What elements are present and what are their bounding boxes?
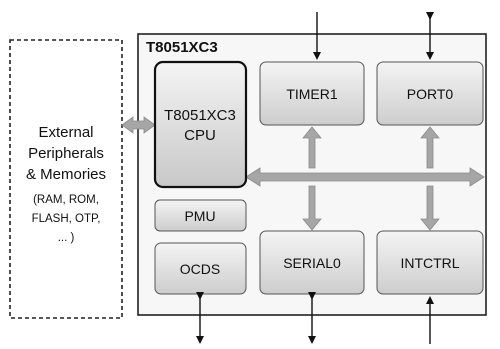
port0-block: PORT0 [376, 61, 484, 126]
external-line-2: Peripherals [28, 145, 104, 162]
cpu-label-1: T8051XC3 [164, 107, 236, 124]
cpu-label-2: CPU [184, 127, 216, 144]
signal-lines [196, 12, 434, 344]
serial0-block: SERIAL0 [259, 230, 365, 295]
intctrl-label: INTCTRL [400, 255, 459, 271]
pmu-block: PMU [154, 199, 247, 232]
port0-label: PORT0 [407, 86, 454, 102]
timer1-label: TIMER1 [286, 86, 338, 102]
timer1-block: TIMER1 [259, 61, 365, 126]
external-line-3: & Memories [26, 166, 106, 183]
port0-bus-arrow [420, 126, 440, 169]
cpu-block: T8051XC3 CPU [153, 60, 248, 189]
internal-bus-arrow [245, 167, 485, 187]
ocds-label: OCDS [180, 261, 220, 277]
serial0-bus-arrow [302, 185, 322, 231]
external-peripherals-box: External Peripherals & Memories (RAM, RO… [9, 39, 123, 319]
external-sub-line-1: (RAM, ROM, [33, 194, 99, 206]
timer1-bus-arrow [302, 126, 322, 169]
serial0-label: SERIAL0 [283, 255, 341, 271]
pmu-label: PMU [184, 208, 215, 224]
chip-title: T8051XC3 [146, 39, 218, 56]
external-sub-line-2: FLASH, OTP, [32, 213, 101, 225]
external-line-1: External [38, 124, 93, 141]
intctrl-bus-arrow [420, 185, 440, 231]
ocds-block: OCDS [154, 242, 247, 295]
intctrl-block: INTCTRL [376, 230, 484, 295]
external-sub-line-3: ... ) [58, 232, 75, 244]
